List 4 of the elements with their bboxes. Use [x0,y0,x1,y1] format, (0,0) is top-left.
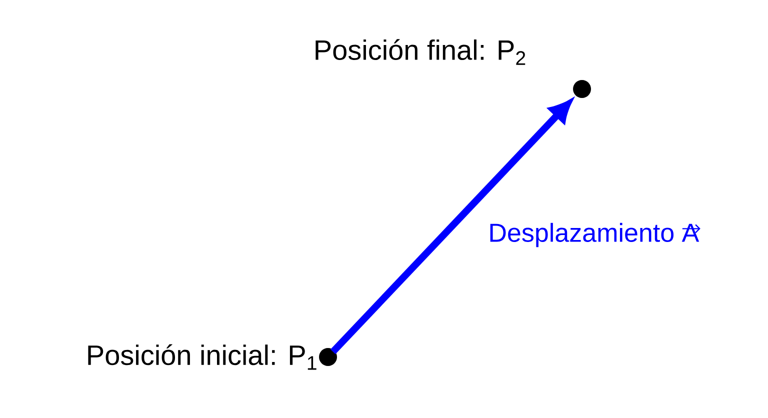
point-dot [573,80,591,98]
point-dot [319,348,337,366]
point-label: Posición final: P$_{2}$ [316,39,526,65]
point-label: Posición inicial: P$_{1}$ [88,344,316,370]
